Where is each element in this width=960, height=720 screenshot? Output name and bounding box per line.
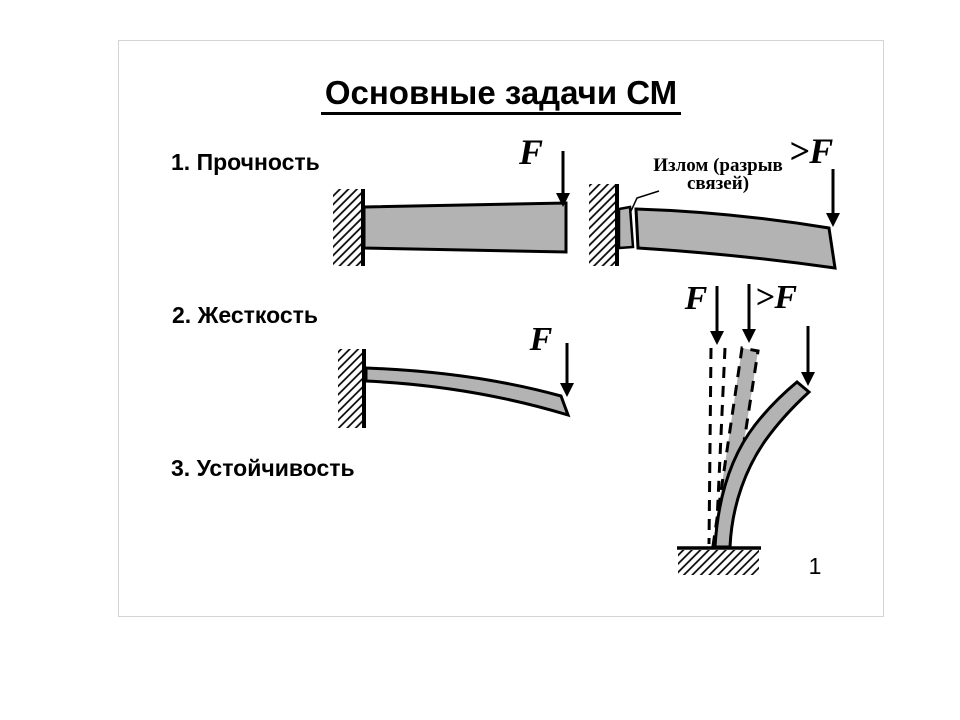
fixed-support-hatch — [589, 184, 615, 266]
fixed-support-hatch — [333, 189, 361, 266]
stiffness-diagram: F — [338, 321, 574, 428]
fixed-support-edge — [615, 184, 619, 266]
force-label: F — [518, 132, 543, 172]
strength-intact-beam-diagram: F — [333, 132, 570, 266]
fixed-support-edge — [362, 349, 366, 428]
greater-force-label: >F — [755, 279, 797, 316]
slide: Основные задачи СМ 1. Прочность 2. Жестк… — [118, 40, 884, 617]
fracture-annotation: Излом (разрыв связей) — [653, 155, 783, 194]
force-label: F — [529, 321, 553, 358]
beam-stub — [617, 205, 635, 250]
page-number: 1 — [808, 553, 822, 579]
original-column-dashed-left — [707, 347, 713, 545]
force-arrow-head-icon — [560, 383, 574, 397]
annotation-leader-line — [630, 190, 660, 212]
section-label-stability: 3. Устойчивость — [171, 455, 355, 481]
buckled-column — [713, 380, 812, 549]
bending-beam — [364, 366, 571, 418]
section-label-strength: 1. Прочность — [171, 149, 320, 175]
beam — [362, 201, 568, 254]
page-title-text: Основные задачи СМ — [320, 75, 682, 115]
force-arrow-head-icon — [801, 372, 815, 386]
strength-broken-beam-diagram: >F — [589, 131, 840, 270]
force-label: F — [684, 280, 708, 317]
diagrams-svg: F >F F — [333, 131, 840, 575]
fixed-support-hatch — [338, 349, 362, 428]
force-arrow-head-icon — [742, 329, 756, 343]
page-title: Основные задачи СМ — [119, 75, 883, 115]
section-label-stiffness: 2. Жесткость — [172, 302, 319, 328]
force-arrow-head-icon — [556, 193, 570, 207]
original-column-dashed-right — [714, 347, 727, 545]
broken-beam — [634, 207, 837, 270]
greater-force-label: >F — [789, 131, 834, 171]
force-arrow-head-icon — [826, 213, 840, 227]
force-arrow-head-icon — [710, 331, 724, 345]
stability-diagram: F >F — [677, 279, 815, 575]
ground-hatch — [678, 550, 759, 575]
